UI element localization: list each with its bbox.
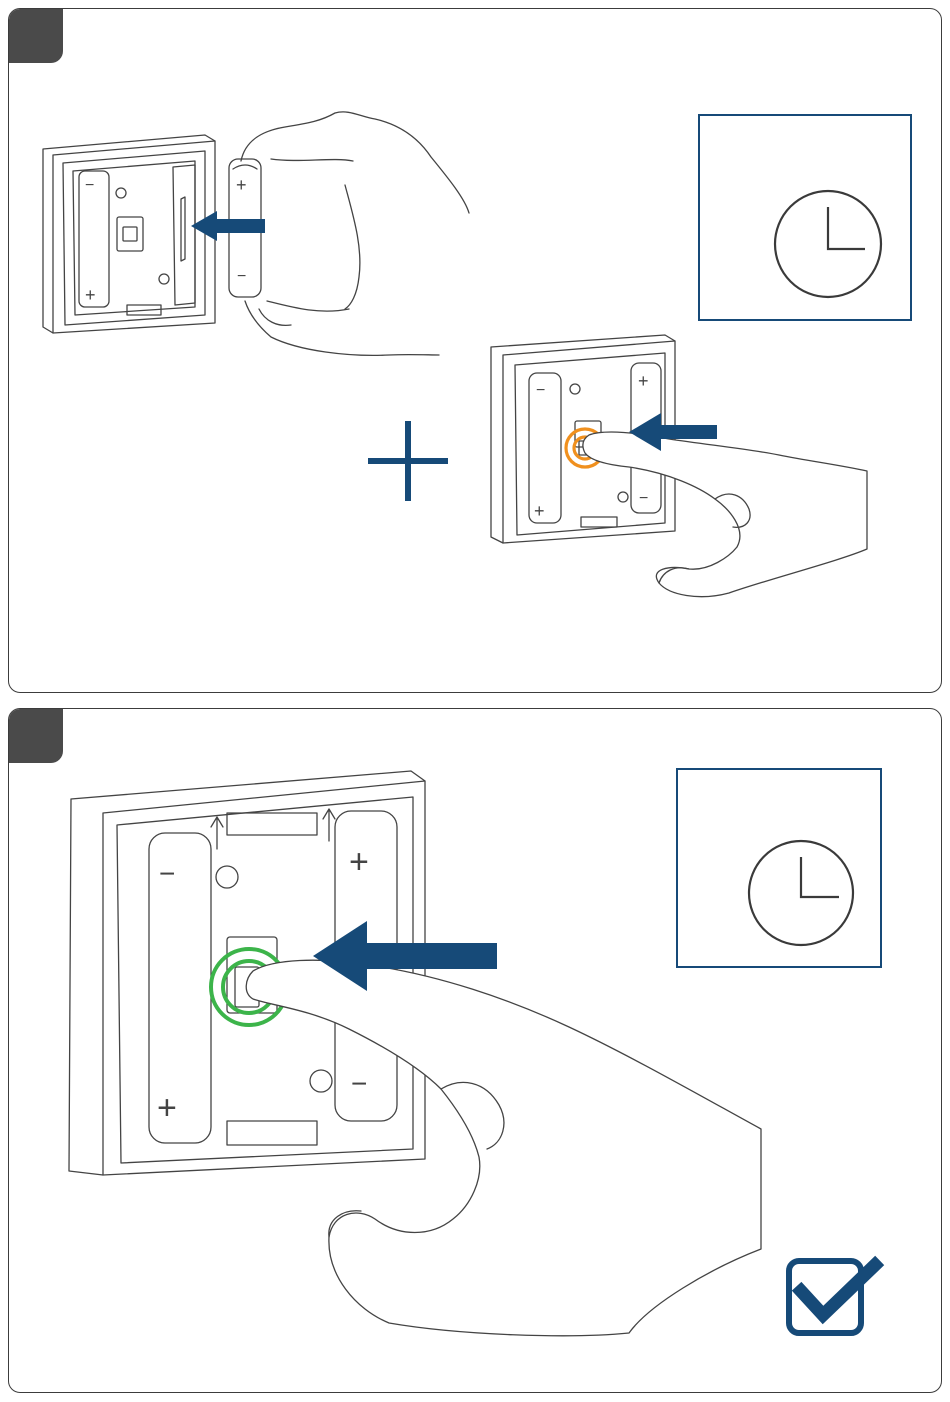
minus-sign: − [237,268,246,285]
minus-sign: − [351,1068,367,1099]
plus-sign: + [157,1089,177,1127]
battery-slot-left: − + [79,171,109,307]
clock-icon [775,191,881,297]
plus-sign: + [85,285,96,305]
battery-left: − + [529,373,561,523]
plus-sign: + [534,501,545,521]
minus-sign: − [536,382,545,399]
wait-timer-frame [677,769,881,967]
minus-sign: − [159,858,175,889]
plus-sign: + [236,175,247,195]
step-1-panel: − + + − [8,8,942,693]
plus-sign: + [638,371,649,391]
step-2-panel: − + + − [8,708,942,1393]
hand-holding-battery [241,112,469,355]
clock-icon [749,841,853,945]
step-1-illustration: − + + − [9,9,942,693]
wait-timer-frame [699,115,911,320]
step-2-illustration: − + + − [9,709,942,1393]
combine-plus-icon [368,421,448,501]
battery-left-large: − + [149,833,211,1143]
thermostat-device-back: − + [43,135,215,333]
minus-sign: − [639,490,648,507]
plus-sign: + [349,843,369,881]
checkmark-icon [789,1261,875,1333]
minus-sign: − [85,177,94,194]
